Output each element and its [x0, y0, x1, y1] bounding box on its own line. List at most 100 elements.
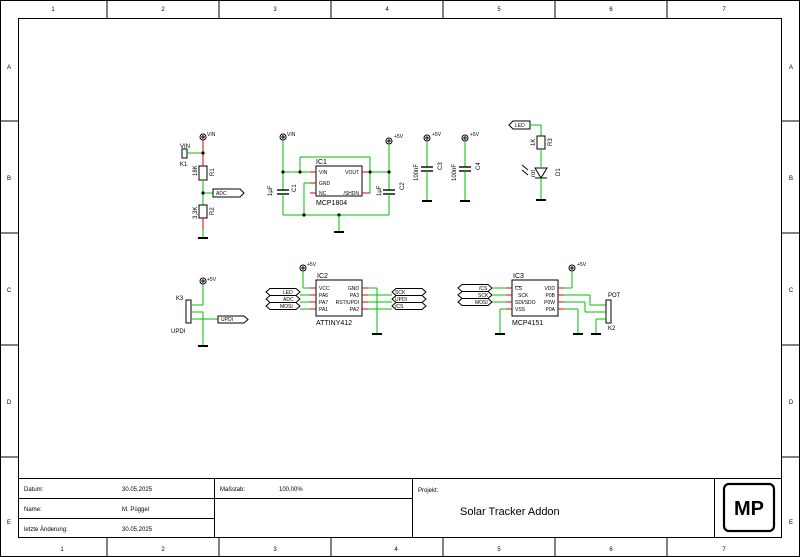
col-label-bottom-4: 4 [394, 547, 398, 553]
ic1-pin-nc: NC [319, 191, 327, 197]
aenderung-value: 30.05.2025 [122, 527, 153, 533]
ic2-pin-rst-updi: RST/UPDI [336, 300, 359, 306]
title-block: Datum: 30.05.2025 Maßstab: 100,00% Proje… [18, 478, 782, 538]
c2-value: 1µF [377, 185, 383, 196]
ic3-part: MCP4151 [512, 320, 543, 327]
ic3-ref: IC3 [513, 273, 524, 280]
r3-ref: R3 [548, 138, 554, 146]
row-label-right-c: C [789, 288, 794, 294]
col-label-bottom-2: 2 [161, 547, 165, 553]
ic1-pin-vin: VIN [319, 170, 328, 176]
row-label-right-a: A [789, 65, 793, 71]
project-title: Solar Tracker Addon [460, 506, 560, 518]
c1-ref: C1 [292, 184, 298, 192]
r1-ref: R1 [210, 168, 216, 176]
ic2-supply-label: +5V [307, 262, 317, 268]
row-label-right-d: D [789, 400, 794, 406]
regulator-section: VIN +5V IC1 MCP1804 VIN GND NC VOUT /SHD… [268, 132, 406, 233]
c4-ref: C4 [476, 162, 482, 170]
row-label-left-c: C [7, 288, 12, 294]
col-label-top-7: 7 [722, 7, 726, 13]
ic1-5v-supply-label: +5V [394, 134, 404, 140]
ic2-pin-pa6: PA6 [319, 293, 328, 299]
row-label-left-b: B [7, 176, 11, 182]
k1-ref: K1 [180, 162, 188, 168]
ic3-pin-p0a: P0A [546, 307, 556, 313]
c3-supply-label: +5V [432, 132, 442, 138]
ic2-part: ATTINY412 [316, 320, 352, 327]
ic2-net-updi: UPDI [395, 297, 407, 303]
ic3-pin-cs: CS [515, 286, 523, 292]
mp-logo: MP [722, 482, 776, 533]
ic1-pin-gnd: GND [319, 181, 331, 187]
ic1-ref: IC1 [316, 159, 327, 166]
ic3-pin-vdd: VDD [544, 286, 555, 292]
digipot-section: +5V IC3 MCP4151 CS SCK SDI/SDO VSS VDD P… [457, 262, 621, 335]
ic3-pin-vss: VSS [515, 307, 526, 313]
c2-ref: C2 [400, 182, 406, 190]
col-label-bottom-7: 7 [722, 547, 726, 553]
ic3-pin-p0w: P0W [544, 300, 555, 306]
row-label-left-d: D [7, 400, 12, 406]
ic2-pin-vcc: VCC [319, 286, 330, 292]
col-label-bottom-6: 6 [609, 547, 613, 553]
k3-supply-label: +5V [207, 277, 217, 283]
logo-text: MP [734, 498, 764, 520]
col-label-top-1: 1 [51, 7, 55, 13]
massstab-value: 100,00% [279, 487, 303, 493]
d1-ref: D1 [556, 168, 562, 176]
name-label: Name: [24, 507, 42, 513]
ic1-vin-supply-label: VIN [287, 132, 296, 138]
col-label-bottom-1: 1 [60, 547, 64, 553]
updi-net-label: UPDI [221, 317, 233, 323]
ic2-pin-pa3: PA3 [350, 293, 359, 299]
col-label-top-6: 6 [609, 7, 613, 13]
r2-value: 3,3K [193, 207, 199, 219]
ic3-net-sck: SCK [478, 293, 489, 299]
ic3-supply-label: +5V [577, 262, 587, 268]
led-net-label: LED [515, 123, 525, 129]
ic2-net-sck: SCK [395, 290, 406, 296]
k3-net-label: UPDI [171, 329, 186, 335]
col-label-top-2: 2 [161, 7, 165, 13]
ic2-ref: IC2 [317, 273, 328, 280]
c3-value: 100nF [414, 164, 420, 181]
col-label-bottom-3: 3 [273, 547, 277, 553]
row-label-right-e: E [789, 520, 793, 526]
ic3-pin-p0b: P0B [546, 293, 556, 299]
r1-value: 18K [193, 165, 199, 176]
ic3-pin-sck: SCK [518, 293, 529, 299]
ic1-pin-shdn: /SHDN [343, 191, 359, 197]
ic3-net-mosi: MOSI [475, 300, 488, 306]
r3-value: 1K [531, 139, 537, 146]
name-value: M. Püggel [122, 507, 149, 513]
ic2-pin-gnd: GND [348, 286, 360, 292]
aenderung-label: letzte Änderung: [24, 526, 68, 533]
ic2-pin-pa7: PA7 [319, 300, 328, 306]
datum-label: Datum: [24, 487, 44, 493]
col-label-top-3: 3 [273, 7, 277, 13]
ic2-pin-pa2: PA2 [350, 307, 359, 313]
c3-ref: C3 [438, 162, 444, 170]
datum-value: 30.05.2025 [122, 487, 153, 493]
vin-divider-section: VIN VIN K1 18K R1 ADC 3,3K R2 [180, 132, 245, 239]
d1-value: rot [531, 170, 537, 177]
col-label-top-5: 5 [497, 7, 501, 13]
row-label-right-b: B [789, 176, 793, 182]
k2-net-label: POT [608, 293, 621, 299]
ic2-net-adc: ADC [283, 297, 294, 303]
col-label-bottom-5: 5 [497, 547, 501, 553]
row-label-left-a: A [7, 65, 11, 71]
ic1-pin-vout: VOUT [345, 170, 359, 176]
ic1-part: MCP1804 [316, 200, 347, 207]
ic3-pin-sdi-sdo: SDI/SDO [515, 300, 536, 306]
r2-ref: R2 [210, 207, 216, 215]
vin-supply-label: VIN [207, 132, 216, 138]
k2-ref: K2 [608, 326, 616, 332]
decoupling-section: +5V 100nF C3 +5V 100nF C4 [414, 132, 482, 202]
updi-header-section: +5V UPDI K3 UPDI [171, 277, 249, 347]
col-label-top-4: 4 [385, 7, 389, 13]
k1-net-label: VIN [180, 144, 190, 150]
ic2-net-led: LED [283, 290, 293, 296]
ic2-pin-pa1: PA1 [319, 307, 328, 313]
